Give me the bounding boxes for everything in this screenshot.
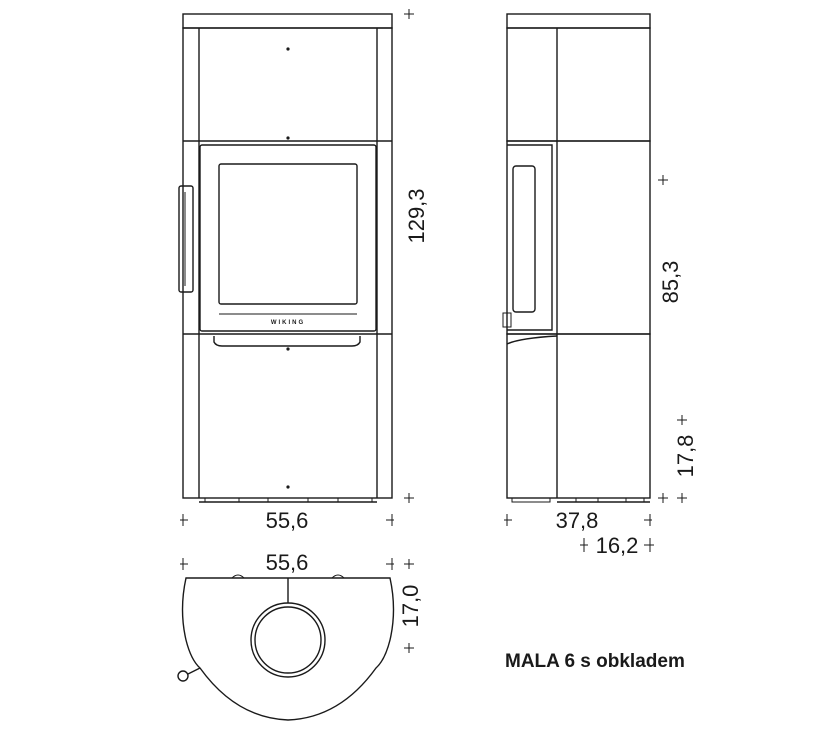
side-offset-label: 16,2 bbox=[596, 533, 639, 558]
side-view: 85,3 17,8 37,8 16,2 bbox=[502, 13, 698, 558]
brand-logo-text: WIKING bbox=[271, 320, 305, 326]
side-height-label: 85,3 bbox=[658, 261, 683, 304]
top-depth-label: 17,0 bbox=[398, 585, 423, 628]
side-small-height-label: 17,8 bbox=[673, 435, 698, 478]
front-view: WIKING 129,3 55,6 bbox=[178, 9, 429, 533]
top-view: 55,6 17,0 bbox=[177, 550, 423, 721]
front-width-label: 55,6 bbox=[266, 508, 309, 533]
top-width-label: 55,6 bbox=[266, 550, 309, 575]
side-depth-label: 37,8 bbox=[556, 508, 599, 533]
drawing-caption: MALA 6 s obkladem bbox=[505, 651, 685, 672]
front-height-label: 129,3 bbox=[404, 188, 429, 243]
